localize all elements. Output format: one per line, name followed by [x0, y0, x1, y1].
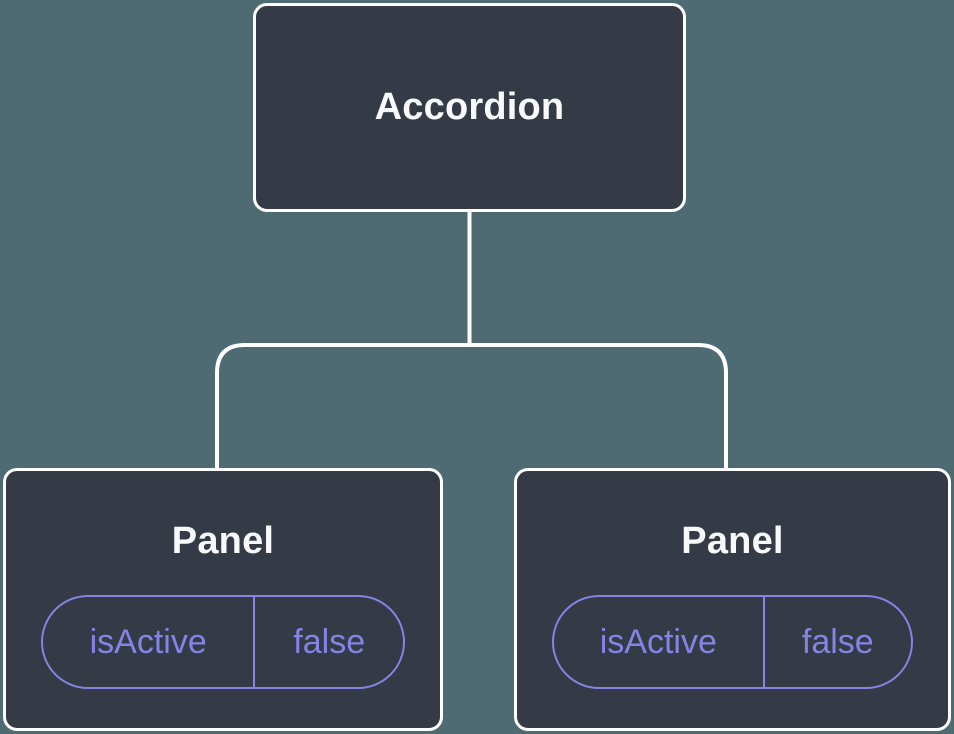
- node-label: Panel: [681, 520, 784, 562]
- prop-name: isActive: [554, 597, 765, 687]
- prop-value: false: [293, 622, 366, 661]
- tree-node-panel-left: Panel isActive false: [3, 468, 443, 731]
- connector-branch-rail: [215, 343, 728, 470]
- prop-pill: isActive false: [41, 595, 405, 689]
- prop-pill: isActive false: [552, 595, 913, 689]
- prop-name: isActive: [43, 597, 256, 687]
- prop-value: false: [801, 622, 874, 661]
- node-label: Accordion: [374, 86, 565, 128]
- node-label: Panel: [171, 520, 275, 562]
- tree-node-root: Accordion: [253, 3, 686, 212]
- tree-node-panel-right: Panel isActive false: [514, 468, 951, 731]
